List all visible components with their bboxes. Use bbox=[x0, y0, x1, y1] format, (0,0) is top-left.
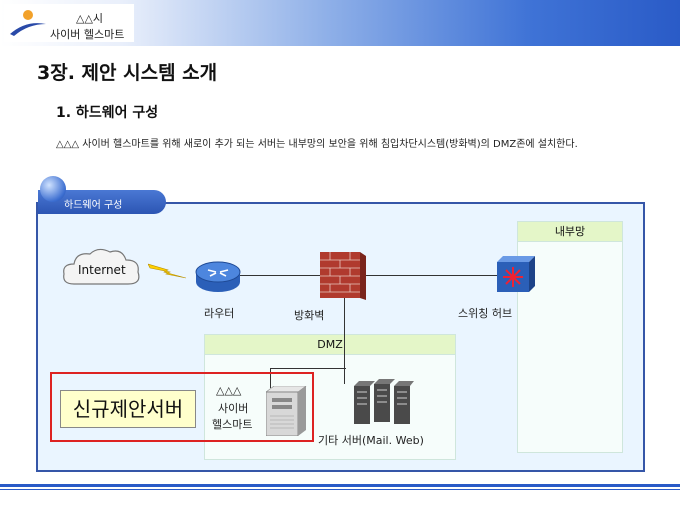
lightning-icon bbox=[148, 263, 186, 279]
dmz-label: DMZ bbox=[205, 335, 455, 355]
globe-icon bbox=[40, 176, 66, 202]
diagram-tab-label: 하드웨어 구성 bbox=[64, 200, 123, 211]
line-firewall-switch bbox=[364, 275, 498, 276]
server-name-line2: 사이버 bbox=[218, 402, 249, 415]
description-text: △△△ 사이버 헬스마트를 위해 새로이 추가 되는 서버는 내부망의 보안을 … bbox=[56, 139, 578, 150]
logo-mark-icon bbox=[10, 10, 46, 36]
firewall-icon bbox=[320, 252, 366, 300]
logo: △△시 사이버 헬스마트 bbox=[4, 4, 134, 42]
logo-text-top: △△시 bbox=[76, 12, 104, 25]
firewall-label: 방화벽 bbox=[294, 309, 325, 322]
line-router-firewall bbox=[240, 275, 322, 276]
line-firewall-down bbox=[344, 298, 345, 384]
section-title: 1. 하드웨어 구성 bbox=[56, 105, 159, 121]
tower-server-icon bbox=[266, 386, 307, 436]
chapter-title: 3장. 제안 시스템 소개 bbox=[37, 62, 218, 84]
internal-network-zone: 내부망 bbox=[517, 221, 623, 453]
internet-label: Internet bbox=[78, 263, 126, 277]
switching-hub-label: 스위칭 허브 bbox=[458, 307, 513, 320]
internal-network-label: 내부망 bbox=[518, 222, 622, 242]
bottom-rule-thin bbox=[0, 489, 680, 490]
logo-text-bottom: 사이버 헬스마트 bbox=[50, 28, 125, 41]
router-icon bbox=[195, 261, 241, 292]
dmz-zone: DMZ bbox=[204, 334, 456, 460]
other-servers-icon bbox=[354, 379, 414, 424]
server-name-line1: △△△ bbox=[216, 384, 242, 397]
switching-hub-icon bbox=[497, 256, 535, 292]
other-servers-label: 기타 서버(Mail. Web) bbox=[318, 434, 424, 447]
server-name-line3: 헬스마트 bbox=[212, 418, 253, 431]
line-dmz-left bbox=[270, 368, 346, 369]
router-label: 라우터 bbox=[204, 307, 235, 320]
new-server-label: 신규제안서버 bbox=[60, 390, 196, 428]
line-dmz-left-down bbox=[270, 368, 271, 388]
bottom-rule bbox=[0, 484, 680, 487]
internet-cloud-icon bbox=[63, 248, 140, 285]
new-server-highlight bbox=[50, 372, 314, 442]
